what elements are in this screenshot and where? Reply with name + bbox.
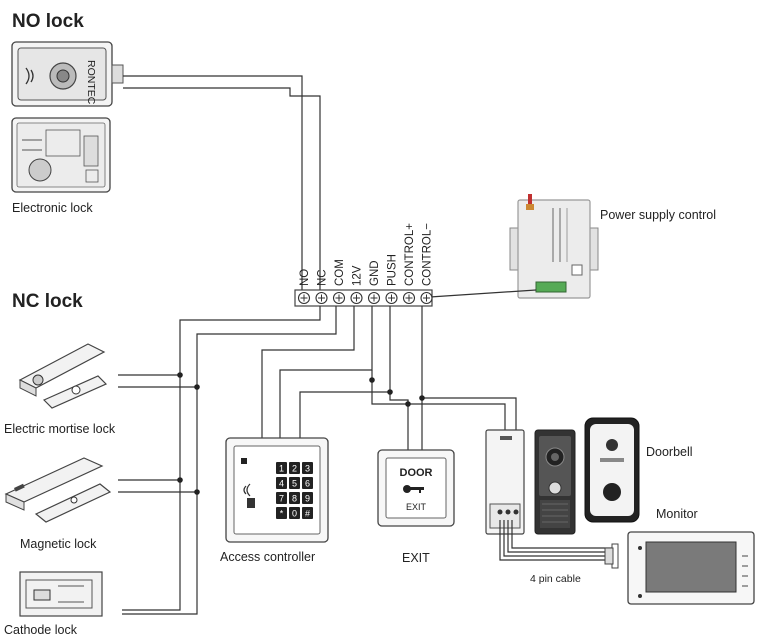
magnetic-lock-label: Magnetic lock (20, 537, 97, 551)
exit-button-image: DOOR EXIT (377, 449, 455, 527)
terminal-label: CONTROL+ (404, 223, 416, 286)
terminal-label: COM (334, 259, 346, 286)
terminal-label: NC (317, 269, 329, 286)
exit-label: EXIT (402, 551, 430, 565)
keypad-key (276, 507, 287, 519)
four-pin-cable-label: 4 pin cable (530, 573, 581, 585)
keypad-key-label: 1 (279, 464, 284, 474)
exit-door-text: DOOR (400, 467, 433, 479)
terminal-label: CONTROL− (422, 223, 434, 286)
electric-mortise-lock-label: Electric mortise lock (4, 422, 116, 436)
magnetic-lock-image (4, 457, 112, 523)
power-supply-image (509, 194, 599, 299)
doorbell-unit-1-image (534, 429, 576, 535)
terminal-label: GND (369, 260, 381, 286)
keypad-key (276, 477, 287, 489)
terminal-label: PUSH (387, 254, 399, 286)
keypad-key (276, 492, 287, 504)
keypad-key (289, 492, 300, 504)
electronic-lock-front-image: RONTEC (11, 41, 124, 107)
terminal-label: 12V (352, 265, 364, 286)
keypad-key-label: # (305, 509, 310, 519)
terminal-label: NO (299, 269, 311, 286)
cathode-lock-image (19, 571, 103, 617)
keypad-key-label: 4 (279, 479, 284, 489)
cathode-lock-label: Cathode lock (4, 623, 78, 637)
keypad-key-label: 0 (292, 509, 297, 519)
keypad-key (289, 477, 300, 489)
no-lock-heading: NO lock (12, 11, 84, 32)
doorbell-unit-2-image (584, 417, 640, 523)
electronic-lock-inside-image (11, 117, 111, 193)
monitor-label: Monitor (656, 507, 698, 521)
power-supply-label: Power supply control (600, 208, 716, 222)
keypad-key-label: 5 (292, 479, 297, 489)
keypad-key (302, 492, 313, 504)
keypad-key (302, 477, 313, 489)
electronic-lock-label: Electronic lock (12, 201, 93, 215)
doorbell-label: Doorbell (646, 445, 693, 459)
keypad-key (302, 507, 313, 519)
keypad-key-label: 7 (279, 494, 284, 504)
lock-brand-text: RONTEC (85, 60, 97, 105)
keypad-key (289, 462, 300, 474)
access-controller-label: Access controller (220, 550, 315, 564)
terminal-block: NO NC COM 12V GND PUSH CONTROL+ CONTROL− (294, 223, 434, 307)
keypad-key-label: 2 (292, 464, 297, 474)
keypad-key-label: 3 (305, 464, 310, 474)
electric-mortise-lock-image (18, 343, 108, 409)
exit-exit-text: EXIT (406, 502, 427, 512)
keypad-key (302, 462, 313, 474)
door-lock-module-image (485, 429, 525, 535)
keypad-key-label: 9 (305, 494, 310, 504)
keypad-key-label: 6 (305, 479, 310, 489)
keypad-key (289, 507, 300, 519)
keypad-key-label: * (280, 509, 284, 519)
keypad-key-label: 8 (292, 494, 297, 504)
keypad-key (276, 462, 287, 474)
nc-lock-heading: NC lock (12, 291, 83, 312)
monitor-image (604, 531, 755, 605)
